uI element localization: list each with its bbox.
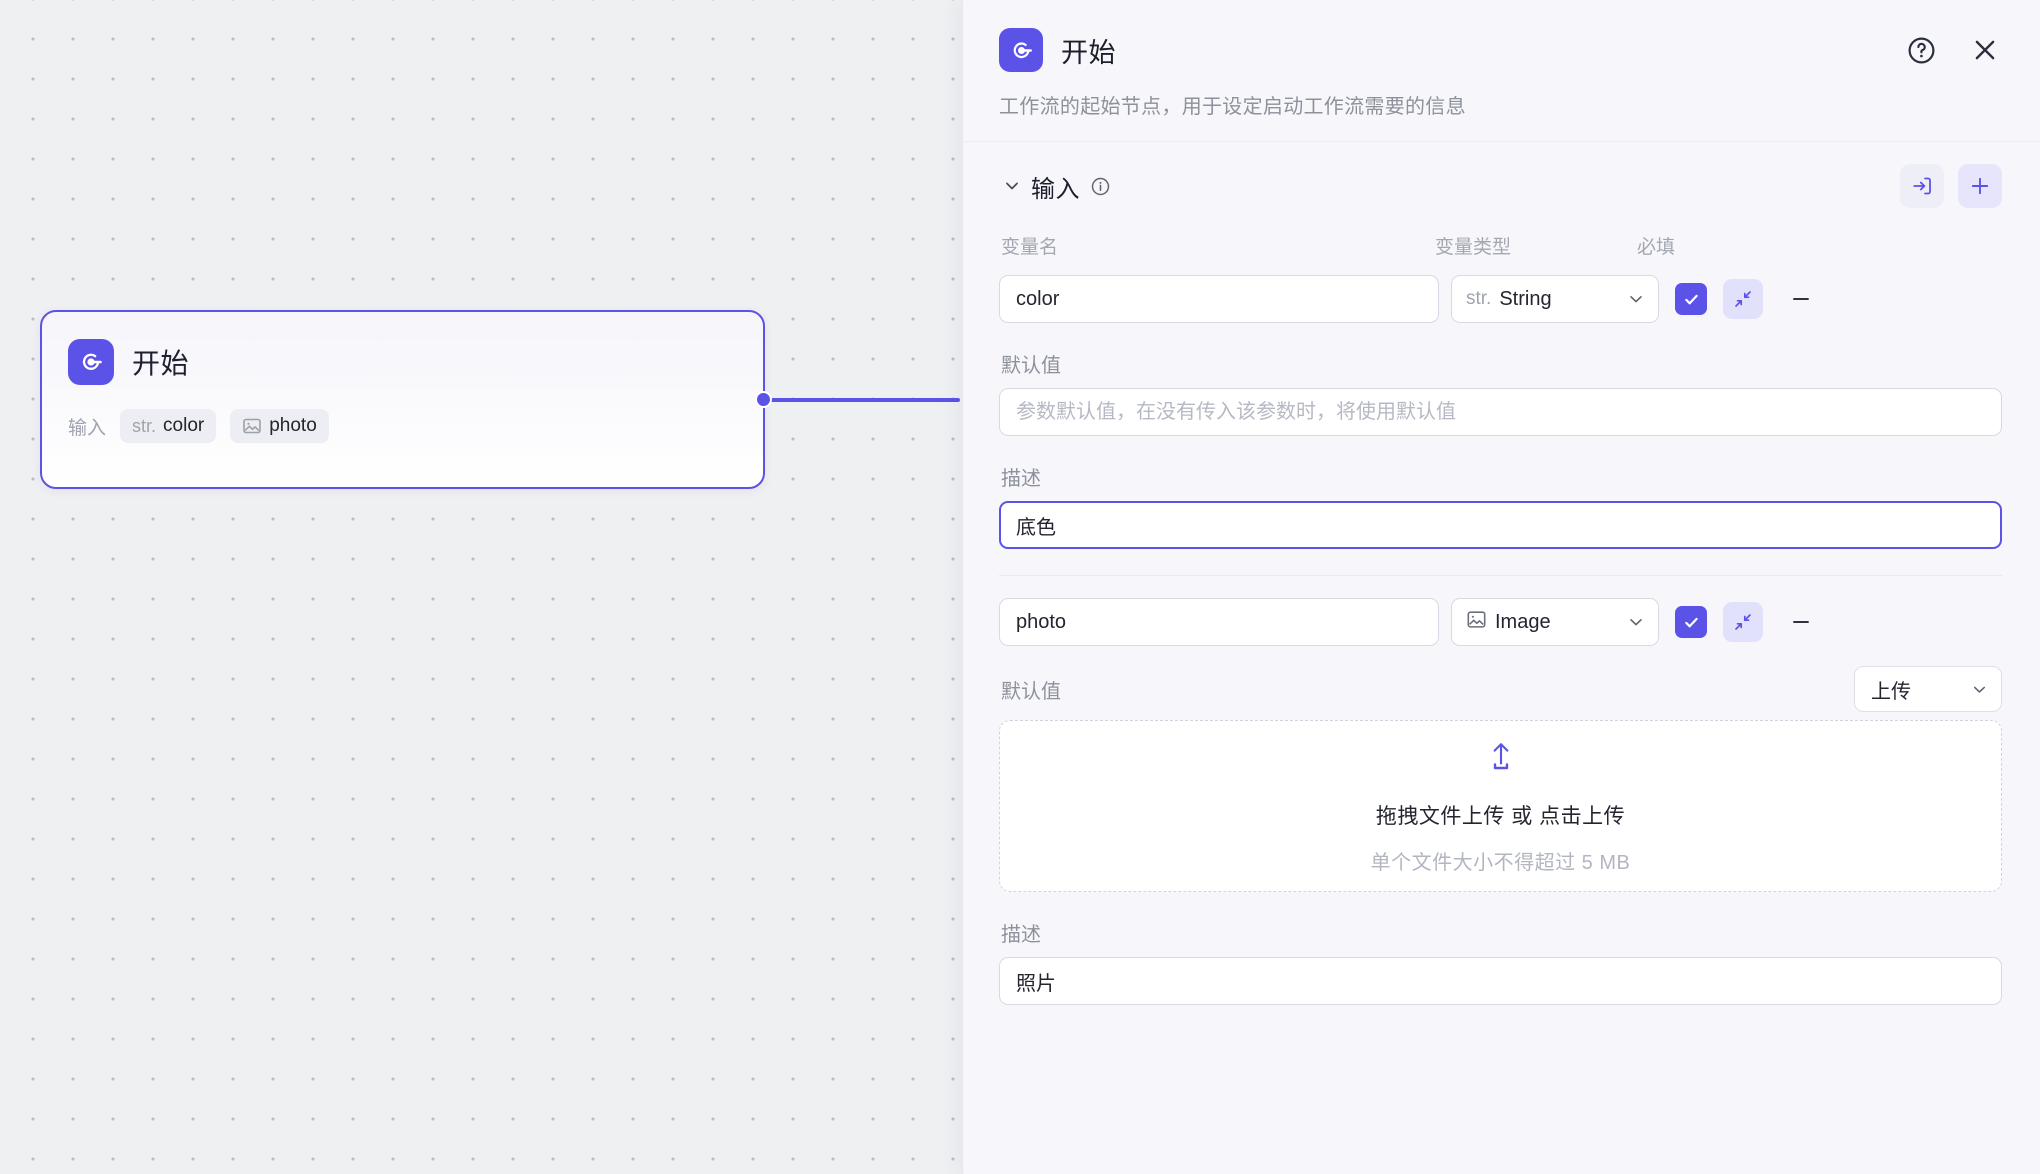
variable-row-color: str. String bbox=[999, 271, 2002, 323]
start-node-input-label: 输入 bbox=[68, 417, 107, 439]
type-tag: str. bbox=[1466, 288, 1492, 309]
image-icon bbox=[1466, 609, 1487, 635]
description-label: 描述 bbox=[1001, 468, 1041, 490]
question-circle-icon[interactable] bbox=[1904, 33, 1938, 67]
collapse-arrows-icon[interactable] bbox=[1723, 279, 1763, 319]
chip-label: color bbox=[163, 415, 205, 436]
description-label: 描述 bbox=[1001, 924, 1041, 946]
input-section-header: 输入 bbox=[999, 142, 2002, 222]
default-value-label: 默认值 bbox=[1001, 680, 1061, 703]
column-header-required: 必填 bbox=[1637, 237, 1676, 258]
required-checkbox[interactable] bbox=[1675, 606, 1707, 638]
default-value-row: 默认值 上传 bbox=[1001, 666, 2002, 712]
chevron-down-icon bbox=[1970, 680, 1989, 699]
start-node-icon bbox=[68, 339, 114, 385]
variable-columns-header: 变量名 变量类型 必填 bbox=[999, 222, 2002, 271]
start-node-title: 开始 bbox=[132, 348, 190, 379]
node-settings-panel: 开始 工作流的起始节点，用于设定启动工作流需要的信息 bbox=[962, 0, 2040, 1174]
row-divider bbox=[999, 575, 2002, 576]
column-header-name: 变量名 bbox=[1001, 237, 1059, 258]
file-dropzone[interactable]: 拖拽文件上传 或 点击上传 单个文件大小不得超过 5 MB bbox=[999, 720, 2002, 892]
node-chip-color[interactable]: str. color bbox=[120, 409, 217, 443]
import-variable-icon[interactable] bbox=[1900, 164, 1944, 208]
start-node-output-port[interactable] bbox=[755, 391, 772, 408]
close-icon[interactable] bbox=[1968, 33, 2002, 67]
upload-mode-label: 上传 bbox=[1871, 680, 1911, 703]
type-label: Image bbox=[1495, 610, 1551, 633]
required-checkbox[interactable] bbox=[1675, 283, 1707, 315]
collapse-arrows-icon[interactable] bbox=[1723, 602, 1763, 642]
chevron-down-icon bbox=[1626, 612, 1646, 632]
plus-icon[interactable] bbox=[1958, 164, 2002, 208]
start-node-icon bbox=[999, 28, 1043, 72]
type-label: String bbox=[1499, 287, 1552, 310]
column-header-type: 变量类型 bbox=[1435, 237, 1512, 258]
variable-row-photo: Image bbox=[999, 576, 2002, 646]
dropzone-main-text: 拖拽文件上传 或 点击上传 bbox=[1375, 805, 1626, 828]
image-icon bbox=[242, 416, 262, 436]
chevron-down-icon bbox=[1626, 289, 1646, 309]
description-input[interactable] bbox=[999, 501, 2002, 549]
chevron-down-icon[interactable] bbox=[999, 173, 1025, 199]
panel-header: 开始 工作流的起始节点，用于设定启动工作流需要的信息 bbox=[963, 0, 2040, 142]
panel-subtitle: 工作流的起始节点，用于设定启动工作流需要的信息 bbox=[999, 96, 1466, 118]
start-node[interactable]: 开始 输入 str. color photo bbox=[40, 310, 765, 489]
variable-type-select[interactable]: str. String bbox=[1451, 275, 1659, 323]
chip-type-tag: str. bbox=[132, 415, 157, 436]
panel-body: 输入 bbox=[963, 142, 2040, 1174]
upload-mode-select[interactable]: 上传 bbox=[1854, 666, 2002, 712]
chip-label: photo bbox=[269, 415, 317, 436]
page-title: 开始 bbox=[1061, 37, 1116, 68]
minus-icon[interactable] bbox=[1781, 602, 1821, 642]
start-node-header: 开始 bbox=[42, 312, 763, 385]
info-circle-icon[interactable] bbox=[1090, 176, 1111, 197]
variable-type-select[interactable]: Image bbox=[1451, 598, 1659, 646]
workflow-edge bbox=[770, 398, 960, 402]
variable-name-input[interactable] bbox=[999, 275, 1439, 323]
input-section-title: 输入 bbox=[1031, 175, 1080, 203]
node-chip-photo[interactable]: photo bbox=[230, 409, 329, 443]
dropzone-sub-text: 单个文件大小不得超过 5 MB bbox=[1370, 852, 1631, 874]
start-node-ports: 输入 str. color photo bbox=[42, 385, 763, 443]
variable-name-input[interactable] bbox=[999, 598, 1439, 646]
description-input[interactable] bbox=[999, 957, 2002, 1005]
default-value-input[interactable] bbox=[999, 388, 2002, 436]
minus-icon[interactable] bbox=[1781, 279, 1821, 319]
upload-arrow-icon bbox=[1481, 737, 1521, 782]
default-value-label: 默认值 bbox=[1001, 355, 1061, 377]
